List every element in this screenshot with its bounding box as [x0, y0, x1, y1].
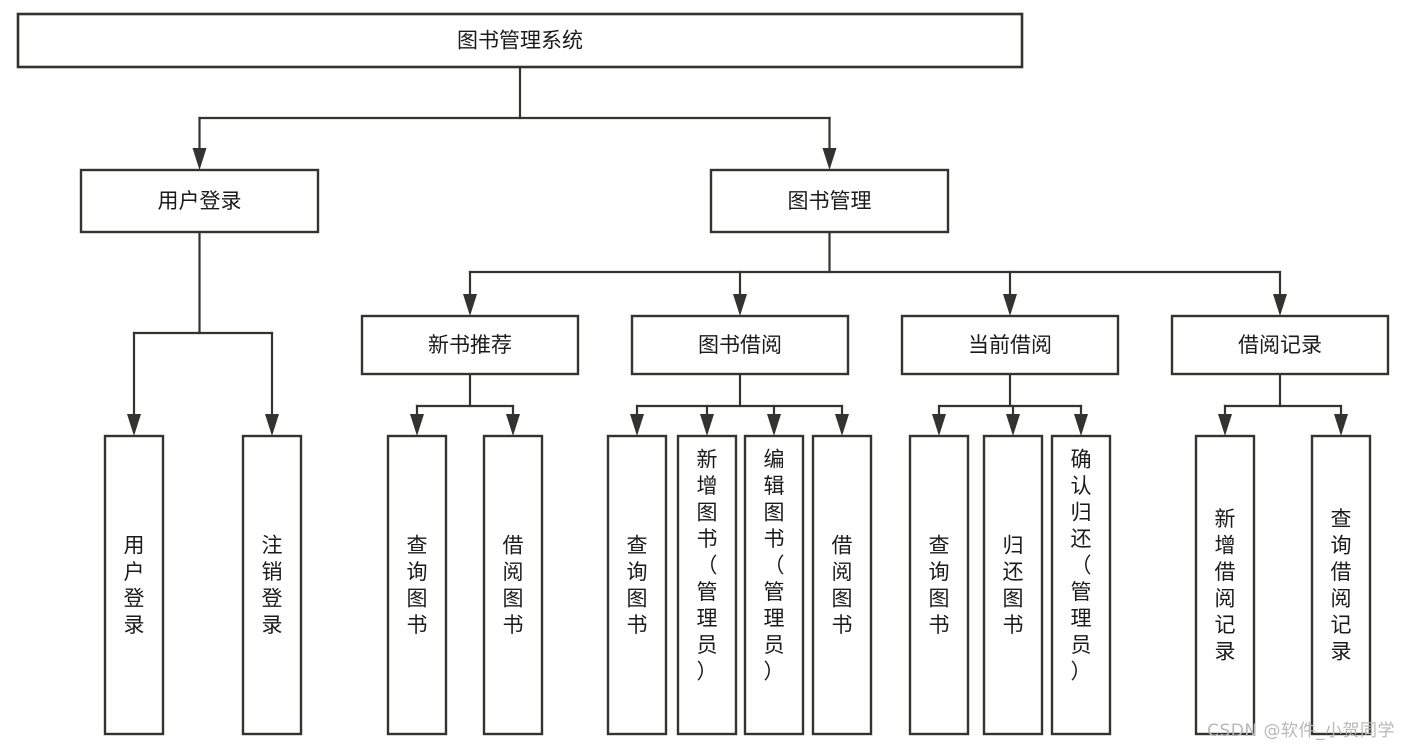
arrowhead-icon	[127, 414, 141, 436]
node-leaf-confirm-return-admin[interactable]: 确认归还（管理员）	[1050, 434, 1112, 736]
node-label: 用户登录	[124, 534, 145, 638]
node-box[interactable]	[1310, 434, 1372, 736]
node-leaf-borrow-book-2[interactable]: 借阅图书	[811, 434, 873, 736]
arrowhead-icon	[192, 148, 207, 170]
arrowhead-icon	[700, 414, 714, 436]
node-box[interactable]	[1194, 434, 1256, 736]
node-box[interactable]	[386, 434, 448, 736]
node-box[interactable]	[908, 434, 970, 736]
node-book-borrow[interactable]: 图书借阅	[630, 314, 850, 376]
arrowhead-icon	[835, 414, 849, 436]
arrowhead-icon	[733, 294, 747, 316]
node-label: 图书管理	[788, 189, 872, 213]
node-leaf-edit-book-admin[interactable]: 编辑图书（管理员）	[743, 434, 805, 736]
arrowhead-icon	[1074, 414, 1088, 436]
node-leaf-query-book-2[interactable]: 查询图书	[606, 434, 668, 736]
arrowhead-icon	[410, 414, 424, 436]
node-user-login[interactable]: 用户登录	[79, 168, 320, 234]
node-label: 确认归还（管理员）	[1071, 448, 1092, 684]
arrowhead-icon	[1006, 414, 1020, 436]
node-label: 查询借阅记录	[1331, 507, 1352, 664]
arrowhead-icon	[1273, 294, 1287, 316]
node-box[interactable]	[103, 434, 165, 736]
node-box[interactable]	[606, 434, 668, 736]
node-leaf-return-book[interactable]: 归还图书	[982, 434, 1044, 736]
node-label: 新增图书（管理员）	[697, 448, 718, 684]
node-label: 借阅记录	[1238, 333, 1322, 357]
arrowhead-icon	[630, 414, 644, 436]
arrowhead-icon	[822, 148, 837, 170]
node-box[interactable]	[1050, 434, 1112, 736]
node-label: 查询图书	[407, 534, 428, 638]
connectors-layer	[127, 65, 1348, 436]
node-box[interactable]	[982, 434, 1044, 736]
node-box[interactable]	[360, 314, 580, 376]
node-box[interactable]	[676, 434, 738, 736]
arrowhead-icon	[1334, 414, 1348, 436]
node-leaf-query-book-1[interactable]: 查询图书	[386, 434, 448, 736]
node-borrow-record[interactable]: 借阅记录	[1170, 314, 1390, 376]
node-root[interactable]: 图书管理系统	[16, 12, 1024, 69]
node-box[interactable]	[79, 168, 320, 234]
node-label: 新书推荐	[428, 333, 512, 357]
node-box[interactable]	[1170, 314, 1390, 376]
node-label: 图书管理系统	[457, 29, 583, 53]
node-label: 借阅图书	[832, 534, 853, 638]
node-box[interactable]	[811, 434, 873, 736]
node-leaf-user-logout[interactable]: 注销登录	[241, 434, 303, 736]
node-new-book-recommend[interactable]: 新书推荐	[360, 314, 580, 376]
arrowhead-icon	[506, 414, 520, 436]
node-label: 注销登录	[262, 534, 283, 638]
arrowhead-icon	[463, 294, 477, 316]
node-label: 用户登录	[158, 189, 242, 213]
node-leaf-add-borrow-record[interactable]: 新增借阅记录	[1194, 434, 1256, 736]
arrowhead-icon	[767, 414, 781, 436]
node-label: 编辑图书（管理员）	[764, 448, 785, 684]
arrowhead-icon	[932, 414, 946, 436]
node-box[interactable]	[743, 434, 805, 736]
node-leaf-user-login[interactable]: 用户登录	[103, 434, 165, 736]
node-book-manage[interactable]: 图书管理	[709, 168, 950, 234]
nodes-layer: 图书管理系统用户登录图书管理新书推荐图书借阅当前借阅借阅记录用户登录注销登录查询…	[16, 12, 1390, 736]
node-label: 查询图书	[929, 534, 950, 638]
node-label: 查询图书	[627, 534, 648, 638]
node-leaf-query-borrow-record[interactable]: 查询借阅记录	[1310, 434, 1372, 736]
node-label: 当前借阅	[968, 333, 1052, 357]
node-label: 图书借阅	[698, 333, 782, 357]
node-box[interactable]	[630, 314, 850, 376]
node-box[interactable]	[900, 314, 1120, 376]
node-box[interactable]	[709, 168, 950, 234]
arrowhead-icon	[265, 414, 279, 436]
node-label: 新增借阅记录	[1215, 507, 1236, 664]
node-leaf-borrow-book-1[interactable]: 借阅图书	[482, 434, 544, 736]
node-leaf-query-book-3[interactable]: 查询图书	[908, 434, 970, 736]
node-label: 借阅图书	[503, 534, 524, 638]
node-box[interactable]	[16, 12, 1024, 69]
arrowhead-icon	[1003, 294, 1017, 316]
node-label: 归还图书	[1003, 534, 1024, 638]
node-current-borrow[interactable]: 当前借阅	[900, 314, 1120, 376]
node-leaf-add-book-admin[interactable]: 新增图书（管理员）	[676, 434, 738, 736]
arrowhead-icon	[1218, 414, 1232, 436]
node-box[interactable]	[482, 434, 544, 736]
node-box[interactable]	[241, 434, 303, 736]
